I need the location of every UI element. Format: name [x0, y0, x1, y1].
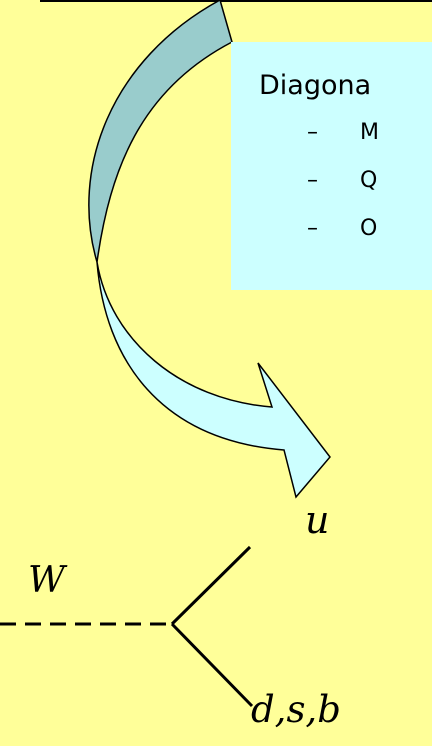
bullet-text: Q — [360, 168, 378, 193]
curved-arrow-lower — [96, 261, 331, 499]
up-quark-label: u — [305, 498, 330, 542]
bullet-dash: – — [307, 216, 318, 241]
bullet-dash: – — [307, 168, 318, 193]
diagonal-callout-box: Diagona – M – Q – O — [231, 42, 432, 290]
callout-title: Diagona — [259, 70, 372, 101]
bullet-dash: – — [307, 120, 318, 145]
bullet-text: M — [360, 120, 379, 145]
up-quark-line — [170, 545, 252, 626]
down-quark-line — [170, 622, 254, 708]
down-quark-label: d,s,b — [251, 688, 341, 731]
w-boson-label: W — [28, 560, 66, 601]
bullet-text: O — [360, 216, 378, 241]
curved-arrow-upper — [88, 0, 233, 263]
